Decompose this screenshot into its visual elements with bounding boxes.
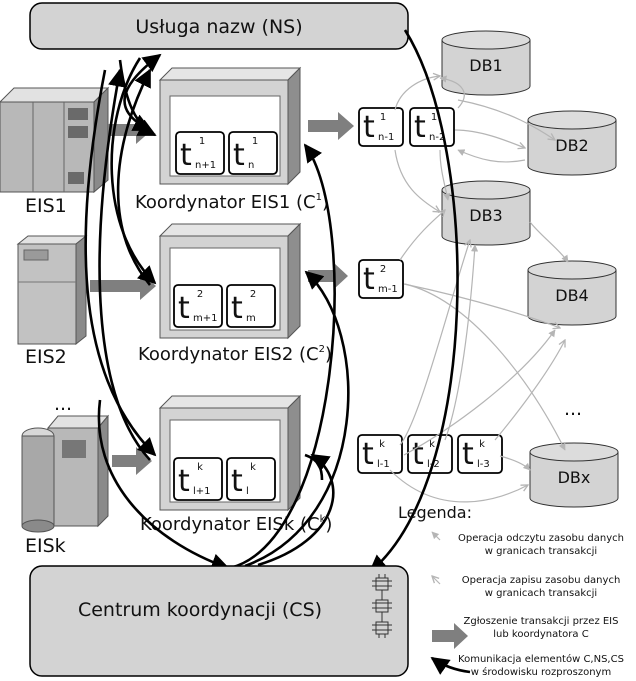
- token-subscript: m+1: [193, 313, 217, 324]
- token-subscript: l-3: [477, 459, 490, 470]
- legend-submit-line1: Zgłoszenie transakcji przez EIS: [464, 616, 619, 627]
- token-superscript: 2: [250, 289, 256, 300]
- legend: Legenda: Operacja odczytu zasobu danych …: [398, 503, 624, 678]
- legend-comm-line2: w środowisku rozproszonym: [471, 666, 611, 678]
- coord1-out-arrow: [308, 112, 354, 140]
- token-letter: t: [180, 138, 192, 173]
- coordination-center-label: Centrum koordynacji (CS): [78, 599, 322, 621]
- token-letter: t: [233, 138, 245, 173]
- name-service-label: Usługa nazw (NS): [135, 16, 302, 38]
- legend-write-line2: w granicach transakcji: [485, 588, 597, 599]
- token-subscript: n: [248, 160, 254, 171]
- eis2-submit-arrow: [90, 272, 156, 300]
- circuit-icon: [372, 574, 392, 638]
- token-letter: t: [414, 110, 426, 145]
- eisk-server-icon: [21, 414, 110, 533]
- token-superscript: 1: [380, 112, 386, 123]
- coordinator-k-label: Koordynator EISk (Ck): [140, 514, 332, 535]
- eisk-submit-arrow: [112, 447, 152, 475]
- token-superscript: k: [197, 462, 203, 473]
- eis1-label: EIS1: [25, 195, 67, 217]
- token-letter: t: [231, 291, 243, 326]
- token-letter: t: [363, 262, 375, 297]
- token-subscript: l-1: [377, 459, 390, 470]
- token-subscript: l: [246, 486, 249, 497]
- coord2-out-arrow: [308, 263, 348, 289]
- db-ellipsis: ...: [564, 398, 582, 420]
- communication-arrows: [84, 29, 471, 675]
- coordinator-1-label: Koordynator EIS1 (C1): [135, 192, 329, 213]
- token-superscript: 2: [380, 264, 386, 275]
- data-operation-arrows: [389, 76, 569, 585]
- token-superscript: k: [379, 439, 385, 450]
- legend-title: Legenda:: [398, 503, 472, 522]
- legend-read-line1: Operacja odczytu zasobu danych: [458, 533, 624, 544]
- token-superscript: k: [479, 439, 485, 450]
- eisk-label: EISk: [25, 535, 66, 557]
- eis1-server-icon: [0, 86, 110, 194]
- database-2: DB2: [527, 110, 617, 176]
- legend-comm-line1: Komunikacja elementów C,NS,CS: [458, 653, 624, 665]
- coordination-center-box: Centrum koordynacji (CS): [29, 565, 409, 677]
- token-superscript: 1: [431, 112, 437, 123]
- name-service-box: Usługa nazw (NS): [29, 2, 409, 50]
- database-label: DB1: [469, 56, 502, 75]
- coordinator-2-label: Koordynator EIS2 (C2): [138, 344, 332, 365]
- token-subscript: n-1: [378, 132, 394, 143]
- eis-ellipsis: ...: [54, 393, 72, 415]
- eis2-label: EIS2: [25, 346, 67, 368]
- token-subscript: l+1: [193, 486, 211, 497]
- database-5: DBx: [529, 442, 619, 508]
- token-superscript: k: [429, 439, 435, 450]
- legend-submit-arrow: [432, 623, 468, 649]
- legend-read-line2: w granicach transakcji: [485, 546, 597, 557]
- database-label: DB2: [555, 136, 588, 155]
- token-subscript: n-2: [429, 132, 445, 143]
- token-letter: t: [412, 437, 424, 472]
- token-letter: t: [363, 110, 375, 145]
- token-letter: t: [362, 437, 374, 472]
- database-1: DB1: [441, 30, 531, 96]
- database-label: DBx: [558, 468, 591, 487]
- token-subscript: m-1: [378, 284, 398, 295]
- token-letter: t: [178, 291, 190, 326]
- database-label: DB3: [469, 206, 502, 225]
- token-letter: t: [462, 437, 474, 472]
- token-superscript: 1: [199, 136, 205, 147]
- token-superscript: 2: [197, 289, 203, 300]
- token-superscript: k: [250, 462, 256, 473]
- eis2-server-icon: [16, 234, 88, 346]
- database-4: DB4: [527, 260, 617, 326]
- legend-submit-line2: lub koordynatora C: [493, 629, 588, 640]
- token-subscript: n+1: [195, 160, 216, 171]
- token-letter: t: [231, 464, 243, 499]
- token-letter: t: [178, 464, 190, 499]
- database-label: DB4: [555, 286, 588, 305]
- token-superscript: 1: [252, 136, 258, 147]
- database-3: DB3: [441, 180, 531, 246]
- token-subscript: m: [246, 313, 256, 324]
- legend-write-line1: Operacja zapisu zasobu danych: [462, 575, 621, 586]
